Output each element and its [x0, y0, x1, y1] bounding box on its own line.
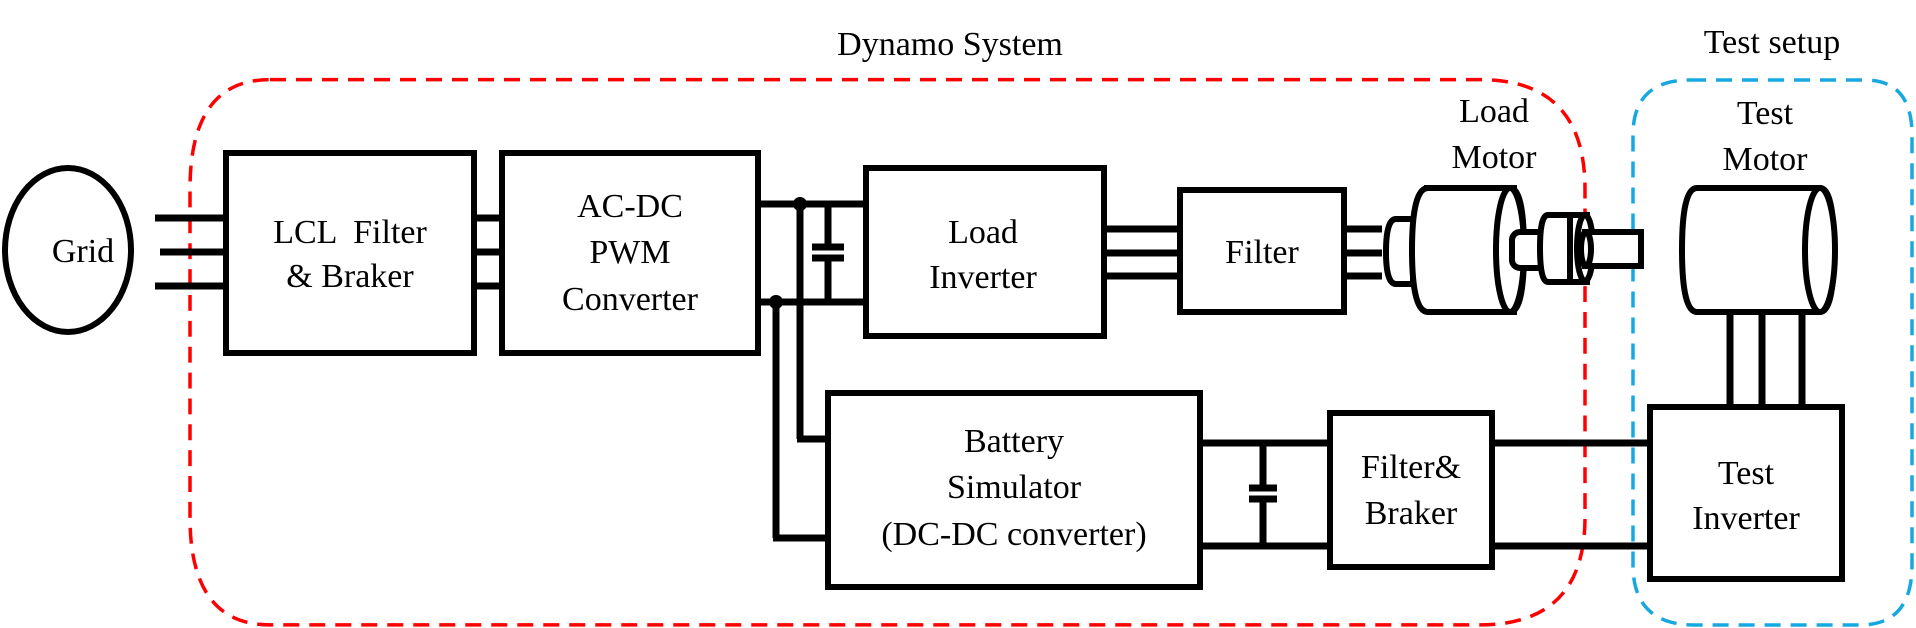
grid-to-lcl-wires [155, 214, 226, 290]
acdc-pwm-converter-block: AC-DC PWM Converter [499, 150, 761, 356]
battery-simulator-block: Battery Simulator (DC-DC converter) [825, 390, 1203, 590]
grid-label: Grid [52, 233, 114, 270]
battery-to-filter-braker-wires [1200, 439, 1330, 550]
dynamo-system-boundary [188, 77, 1587, 627]
junction-dot [793, 197, 807, 211]
load-motor: Load Motor [1382, 93, 1538, 315]
lcl-label-line2: & Braker [286, 258, 414, 295]
filter-to-motor-wires [1344, 225, 1382, 280]
acdc-label-line3: Converter [562, 281, 699, 318]
shaft-coupling [1509, 212, 1644, 285]
acdc-label-line1: AC-DC [577, 188, 683, 225]
battery-label-line2: Simulator [947, 469, 1082, 506]
filter-braker-to-test-inverter-wires [1492, 439, 1650, 550]
load-inverter-label-line1: Load [948, 214, 1018, 251]
test-inverter-label-line1: Test [1718, 455, 1775, 492]
lcl-to-acdc-wires [474, 214, 502, 290]
test-motor: Test Motor [1678, 95, 1838, 315]
test-setup-label: Test setup [1704, 24, 1840, 61]
load-inverter-to-filter-wires [1104, 225, 1180, 280]
battery-label-line3: (DC-DC converter) [881, 516, 1146, 553]
filter-braker-block: Filter& Braker [1327, 410, 1495, 570]
dc-bus [758, 197, 866, 542]
lcl-label-line1: LCL Filter [273, 214, 427, 251]
lcl-filter-braker-block: LCL Filter & Braker [223, 150, 477, 356]
test-inverter-block: Test Inverter [1647, 404, 1845, 582]
test-inverter-label-line2: Inverter [1692, 500, 1800, 537]
filter-block: Filter [1177, 187, 1347, 315]
filter-label: Filter [1225, 234, 1299, 271]
dynamo-system-label: Dynamo System [837, 26, 1063, 63]
load-motor-label-line2: Motor [1452, 139, 1538, 176]
filter-braker-label-line2: Braker [1365, 495, 1458, 532]
filter-braker-label-line1: Filter& [1361, 449, 1461, 486]
grid-source: Grid [2, 165, 134, 335]
acdc-label-line2: PWM [589, 234, 670, 271]
junction-dot [769, 295, 783, 309]
battery-label-line1: Battery [964, 423, 1064, 460]
load-inverter-block: Load Inverter [863, 165, 1107, 339]
load-motor-label-line1: Load [1459, 93, 1529, 130]
test-setup-boundary [1631, 78, 1914, 627]
test-motor-to-inverter-wires [1726, 312, 1806, 407]
test-motor-label-line2: Motor [1723, 141, 1809, 178]
test-motor-label-line1: Test [1737, 95, 1794, 132]
load-inverter-label-line2: Inverter [929, 259, 1037, 296]
